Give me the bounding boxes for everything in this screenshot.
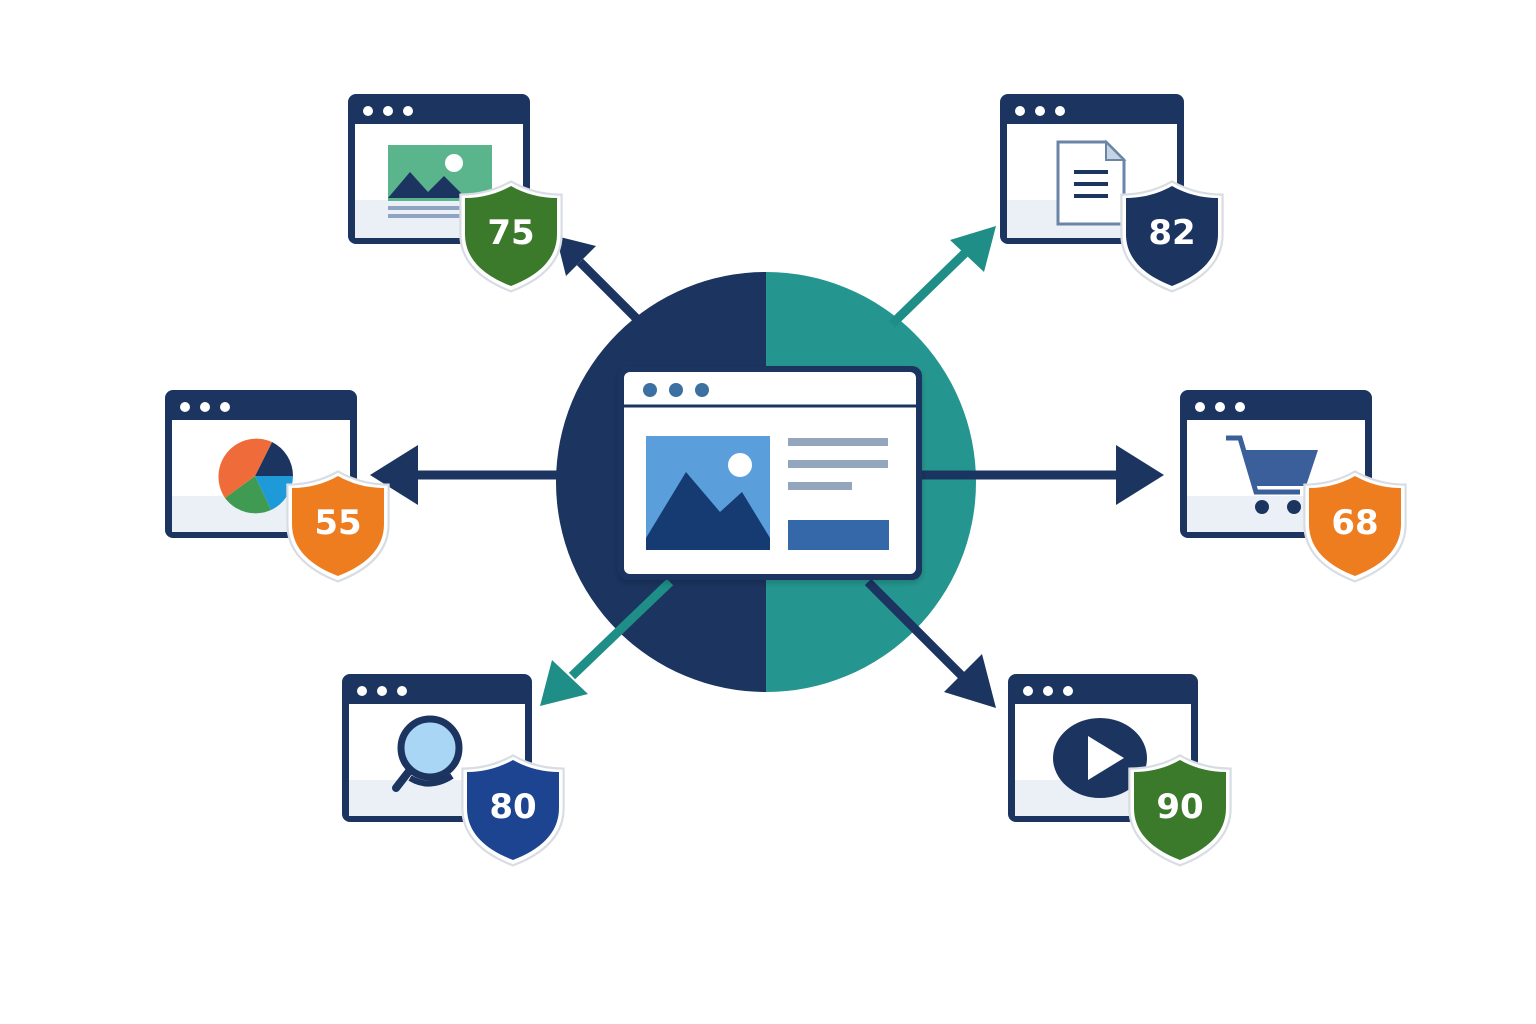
score-value: 55: [314, 503, 361, 543]
score-value: 82: [1148, 213, 1195, 253]
central-image-icon: [646, 436, 770, 550]
node-video: [1008, 674, 1198, 822]
shopping-cart-icon: [1226, 435, 1318, 514]
text-line: [788, 460, 888, 468]
play-video-icon: [1053, 718, 1147, 798]
score-badges: 75 82 55 68 80 90: [286, 180, 1407, 867]
score-badge-video: 90: [1128, 754, 1232, 867]
shield-icon: [1126, 186, 1218, 286]
shield-icon: [1134, 760, 1226, 860]
window-dot: [643, 383, 657, 397]
shield-icon: [465, 186, 557, 286]
pie-chart-icon: [218, 438, 293, 514]
score-value: 68: [1331, 503, 1378, 543]
arrows: [370, 226, 1164, 708]
score-badge-chart: 55: [286, 470, 390, 583]
text-line: [788, 482, 852, 490]
node-document: [1000, 94, 1184, 244]
score-badge-document: 82: [1120, 180, 1224, 293]
window-dot: [669, 383, 683, 397]
document-icon: [1056, 139, 1127, 226]
shield-icon: [292, 476, 384, 576]
central-webpage: [618, 366, 922, 580]
shield-icon: [467, 760, 559, 860]
arrow-to-chart-node: [370, 445, 604, 505]
text-line: [788, 438, 888, 446]
shield-icon: [1309, 476, 1401, 576]
arrow-to-search-node: [540, 578, 674, 706]
score-badge-cart: 68: [1303, 470, 1407, 583]
node-chart: [165, 390, 357, 538]
image-icon: [388, 145, 492, 218]
score-value: 90: [1156, 787, 1203, 827]
arrow-to-document-node: [888, 226, 996, 328]
central-button-block: [788, 520, 889, 550]
arrow-to-cart-node: [922, 445, 1164, 505]
arrow-to-image-node: [556, 236, 644, 326]
score-value: 80: [489, 787, 536, 827]
score-badge-search: 80: [461, 754, 565, 867]
score-value: 75: [487, 213, 534, 253]
score-badge-image: 75: [459, 180, 563, 293]
arrow-to-video-node: [864, 578, 996, 708]
window-dot: [695, 383, 709, 397]
search-icon: [392, 715, 463, 792]
